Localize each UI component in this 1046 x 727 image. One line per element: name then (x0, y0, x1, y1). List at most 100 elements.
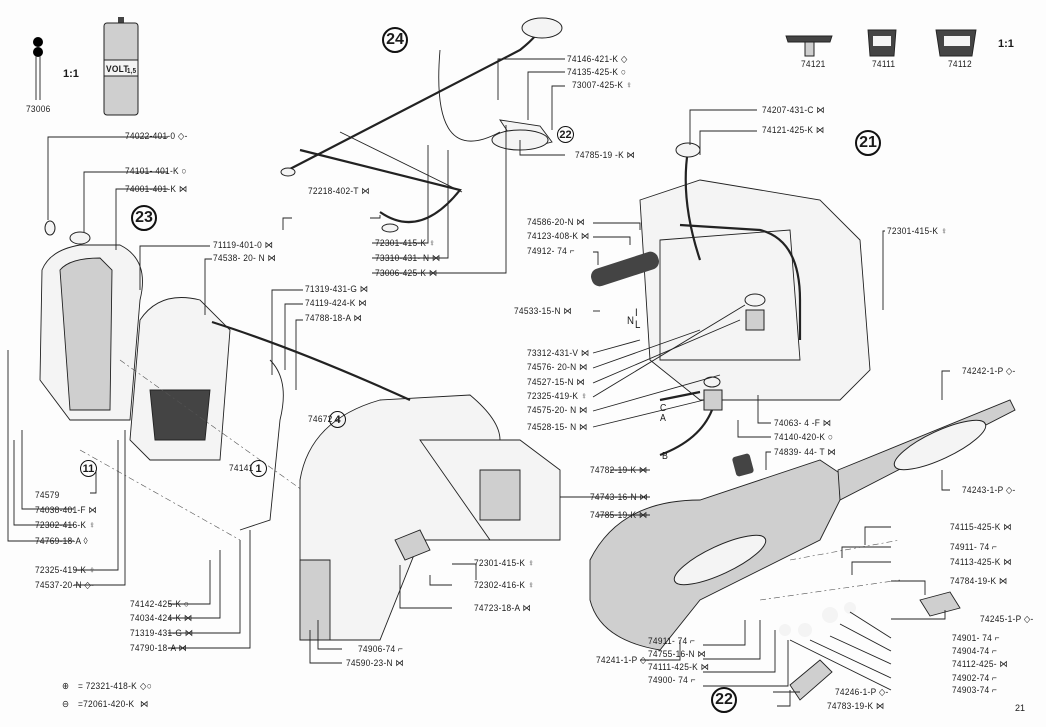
callout-74537: 74537-20-N ◇- (35, 580, 95, 591)
callout-74113: 74113-425-K ⋈ (950, 557, 1012, 568)
callout-74672: 74672 (308, 414, 333, 425)
wiring-harness-24 (280, 17, 563, 233)
callout-71319-a: 71319-431-G ⋈ (305, 284, 369, 295)
callout-74903: 74903-74 ⌐ (952, 685, 998, 696)
callout-73006: 73006-425-K ⋈ (375, 268, 438, 279)
callout-74900: 74900- 74 ⌐ (648, 675, 696, 686)
callout-71319-b: 71319-431-G ⋈ (130, 628, 194, 639)
housing-cover-23 (211, 320, 561, 641)
group-number-21: 21 (855, 130, 881, 156)
legend-nut-text: = 72321-418-K (78, 681, 137, 692)
callout-74022: 74022-401-0 ◇- (125, 131, 188, 142)
callout-73310: 73310-431- N ⋈ (375, 253, 441, 264)
callout-74123: 74123-408-K ⋈ (527, 231, 590, 242)
callout-74769: 74769-18-A ◊ (35, 536, 88, 547)
callout-74579: 74579 (35, 490, 60, 501)
horn-cover-23 (39, 220, 331, 541)
callout-74788: 74788-18-A ⋈ (305, 313, 363, 324)
callout-74782: 74782-19-K ⋈ (590, 465, 648, 476)
callout-74783: 74783-19-K ⋈ (827, 701, 885, 712)
callout-71119: 71119-401-0 ⋈ (213, 240, 274, 251)
callout-74784: 74784-19-K ⋈ (950, 576, 1008, 587)
wire-letter-a: A (660, 413, 667, 424)
knob-74111-icon (867, 29, 897, 57)
callout-74901: 74901- 74 ⌐ (952, 633, 1000, 644)
callout-74241: 74241-1-P ◇- (596, 655, 650, 666)
callout-74111: 74111-425-K ⋈ (648, 662, 710, 673)
part-label-74112: 74112 (948, 59, 972, 70)
group-number-24: 24 (382, 27, 408, 53)
callout-74063: 74063- 4 -F ⋈ (774, 418, 832, 429)
callout-74590: 74590-23-N ⋈ (346, 658, 405, 669)
callout-74101: 74101- 401-K ○ (125, 166, 187, 177)
wire-letter-l: L (635, 319, 641, 331)
callout-74245: 74245-1-P ◇- (980, 614, 1034, 625)
callout-leader-lines (7, 58, 950, 707)
callout-72301-b: 72301-415-K ♀ (375, 238, 436, 249)
part-label-74121: 74121 (801, 59, 826, 70)
callout-74242: 74242-1-P ◇- (962, 366, 1016, 377)
callout-72302-a: 72302-416-K ♀ (35, 520, 96, 531)
group-number-22: 22 (711, 687, 737, 713)
callout-74121: 74121-425-K ⋈ (762, 125, 825, 136)
legend-nut-icon: ⊕ (62, 681, 70, 692)
callout-74743: 74743-16-N ⋈ (590, 492, 649, 503)
callout-74911-b: 74911- 74 ⌐ (648, 636, 696, 647)
instrument-box-21 (591, 142, 871, 457)
callout-72325-a: 72325-419-K ♀ (35, 565, 96, 576)
wire-letter-b: B (662, 451, 669, 462)
group-number-11: 11 (80, 460, 97, 477)
cotter-pin-icon (33, 37, 43, 100)
wire-letter-i: I (635, 307, 638, 319)
battery-icon (103, 17, 139, 116)
scale-label-left: 1:1 (63, 68, 79, 80)
legend-washer-marks: ⋈ (140, 699, 149, 710)
callout-74723: 74723-18-A ⋈ (474, 603, 532, 614)
callout-74902: 74902-74 ⌐ (952, 673, 998, 684)
callout-74839: 74839- 44- T ⋈ (774, 447, 836, 458)
callout-74575: 74575-20- N ⋈ (527, 405, 588, 416)
callout-74586: 74586-20-N ⋈ (527, 217, 586, 228)
callout-74034: 74034-424-K ⋈ (130, 613, 193, 624)
callout-74912: 74912- 74 ⌐ (527, 246, 575, 257)
callout-74119: 74119-424-K ⋈ (305, 298, 367, 309)
callout-73007: 73007-425-K ♀ (572, 80, 633, 91)
callout-74243: 74243-1-P ◇- (962, 485, 1016, 496)
callout-74528: 74528-15- N ⋈ (527, 422, 588, 433)
group-number-1: 1 (250, 460, 267, 477)
page-number: 21 (1015, 703, 1026, 713)
callout-74533: 74533-15-N ⋈ (514, 306, 573, 317)
callout-74207: 74207-431-C ⋈ (762, 105, 825, 116)
callout-74785-b: 74785-19-K ⋈ (590, 510, 648, 521)
callout-74112: 74112-425- ⋈ (952, 659, 1009, 670)
dashboard-22 (589, 399, 1016, 701)
group-number-22-small: 22 (557, 126, 574, 143)
callout-74755: 74755-16-N ⋈ (648, 649, 707, 660)
callout-74785-a: 74785-19 -K ⋈ (575, 150, 636, 161)
legend-washer-icon: ⊖ (62, 699, 70, 710)
callout-72302-b: 72302-416-K ♀ (474, 580, 535, 591)
knob-74112-icon (935, 29, 977, 57)
battery-voltage: 1,5 (127, 68, 137, 75)
callout-74911-a: 74911- 74 ⌐ (950, 542, 998, 553)
callout-74906: 74906-74 ⌐ (358, 644, 404, 655)
callout-72301-c: 72301-415-K ♀ (887, 226, 948, 237)
callout-74141: 74141 (229, 463, 254, 474)
part-label-73006: 73006 (26, 104, 51, 115)
callout-72301-a: 72301-415-K ♀ (474, 558, 535, 569)
scale-label-right: 1:1 (998, 38, 1014, 50)
wire-letter-c: C (660, 403, 667, 414)
callout-74038: 74038-401-F ⋈ (35, 505, 97, 516)
callout-74115: 74115-425-K ⋈ (950, 522, 1012, 533)
callout-74576: 74576- 20-N ⋈ (527, 362, 588, 373)
callout-74140: 74140-420-K ○ (774, 432, 834, 443)
battery-label: VOLT (106, 64, 129, 75)
part-label-74111: 74111 (872, 59, 896, 70)
callout-74904: 74904-74 ⌐ (952, 646, 998, 657)
knob-74121-icon (785, 35, 833, 57)
legend-nut-marks: ◇○ (140, 681, 153, 692)
callout-74538: 74538- 20- N ⋈ (213, 253, 277, 264)
legend-washer-text: =72061-420-K (78, 699, 135, 710)
callout-73312: 73312-431-V ⋈ (527, 348, 590, 359)
callout-74146: 74146-421-K ◇ (567, 54, 628, 65)
